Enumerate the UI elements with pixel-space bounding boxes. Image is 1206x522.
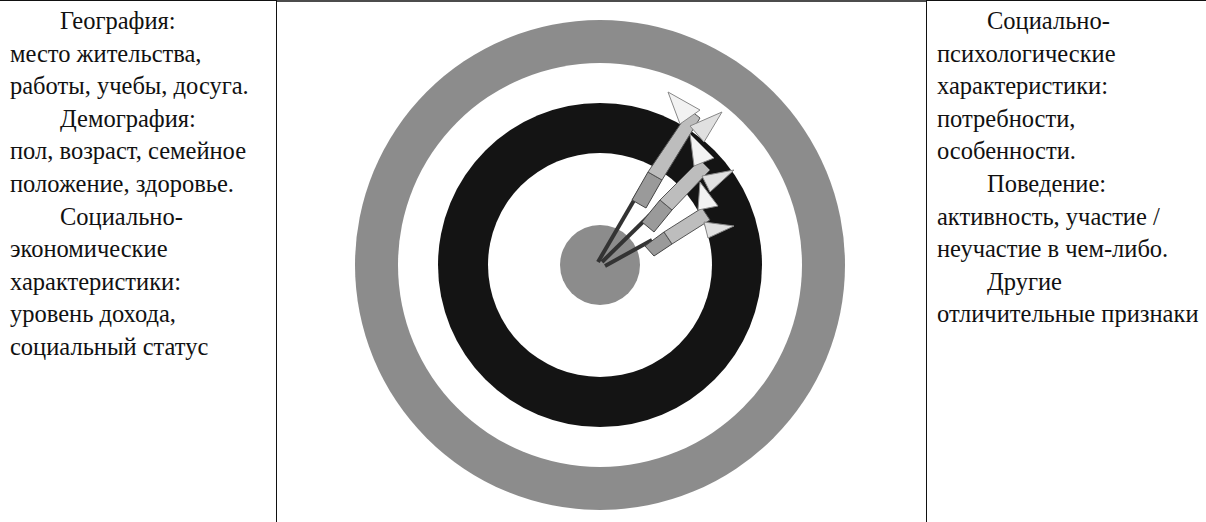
- segment-heading: География:: [10, 5, 270, 38]
- segment-detail: пол, возраст, семейное положение, здоров…: [10, 135, 270, 200]
- segment-detail: место жительства, работы, учебы, досуга.: [10, 38, 270, 103]
- black-ring: [438, 103, 762, 427]
- table-rule: [277, 0, 926, 2]
- dart: [605, 182, 734, 266]
- segment-detail: уровень дохода, социальный статус: [10, 298, 270, 363]
- outer-ring: [355, 20, 845, 510]
- inner-white-ring: [488, 153, 712, 377]
- segment-detail: потребности, особенности.: [937, 103, 1200, 168]
- segment-heading: Другие отличительные признаки: [937, 266, 1200, 331]
- segment-heading: Демография:: [10, 103, 270, 136]
- table-cell: Социально-психологические характеристики…: [926, 0, 1206, 522]
- segment-heading: Поведение:: [937, 168, 1200, 201]
- target-illustration: [355, 20, 845, 510]
- white-ring: [398, 63, 802, 467]
- segment-detail: активность, участие / неучастие в чем-ли…: [937, 201, 1200, 266]
- segment-heading: Социально-психологические характеристики…: [937, 5, 1200, 103]
- segment-heading: Социально-экономические характеристики:: [10, 201, 270, 299]
- table-cell: География:место жительства, работы, учеб…: [0, 0, 277, 522]
- dart: [602, 134, 734, 262]
